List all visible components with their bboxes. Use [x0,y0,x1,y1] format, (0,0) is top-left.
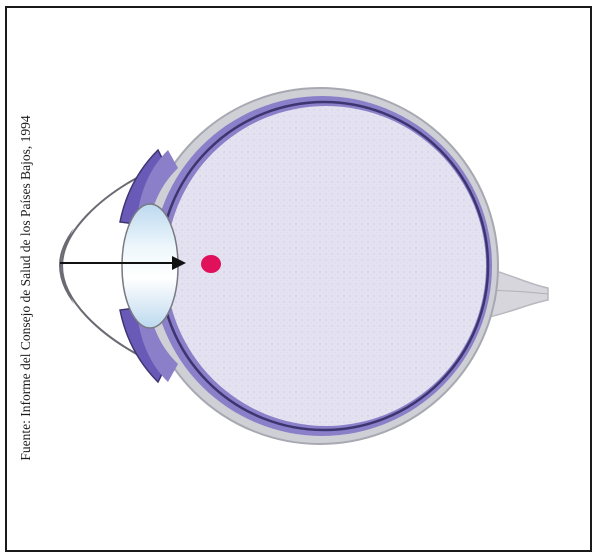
lens [122,204,178,328]
focus-point [201,255,221,273]
source-caption: Fuente: Informe del Consejo de Salud de … [16,68,36,508]
